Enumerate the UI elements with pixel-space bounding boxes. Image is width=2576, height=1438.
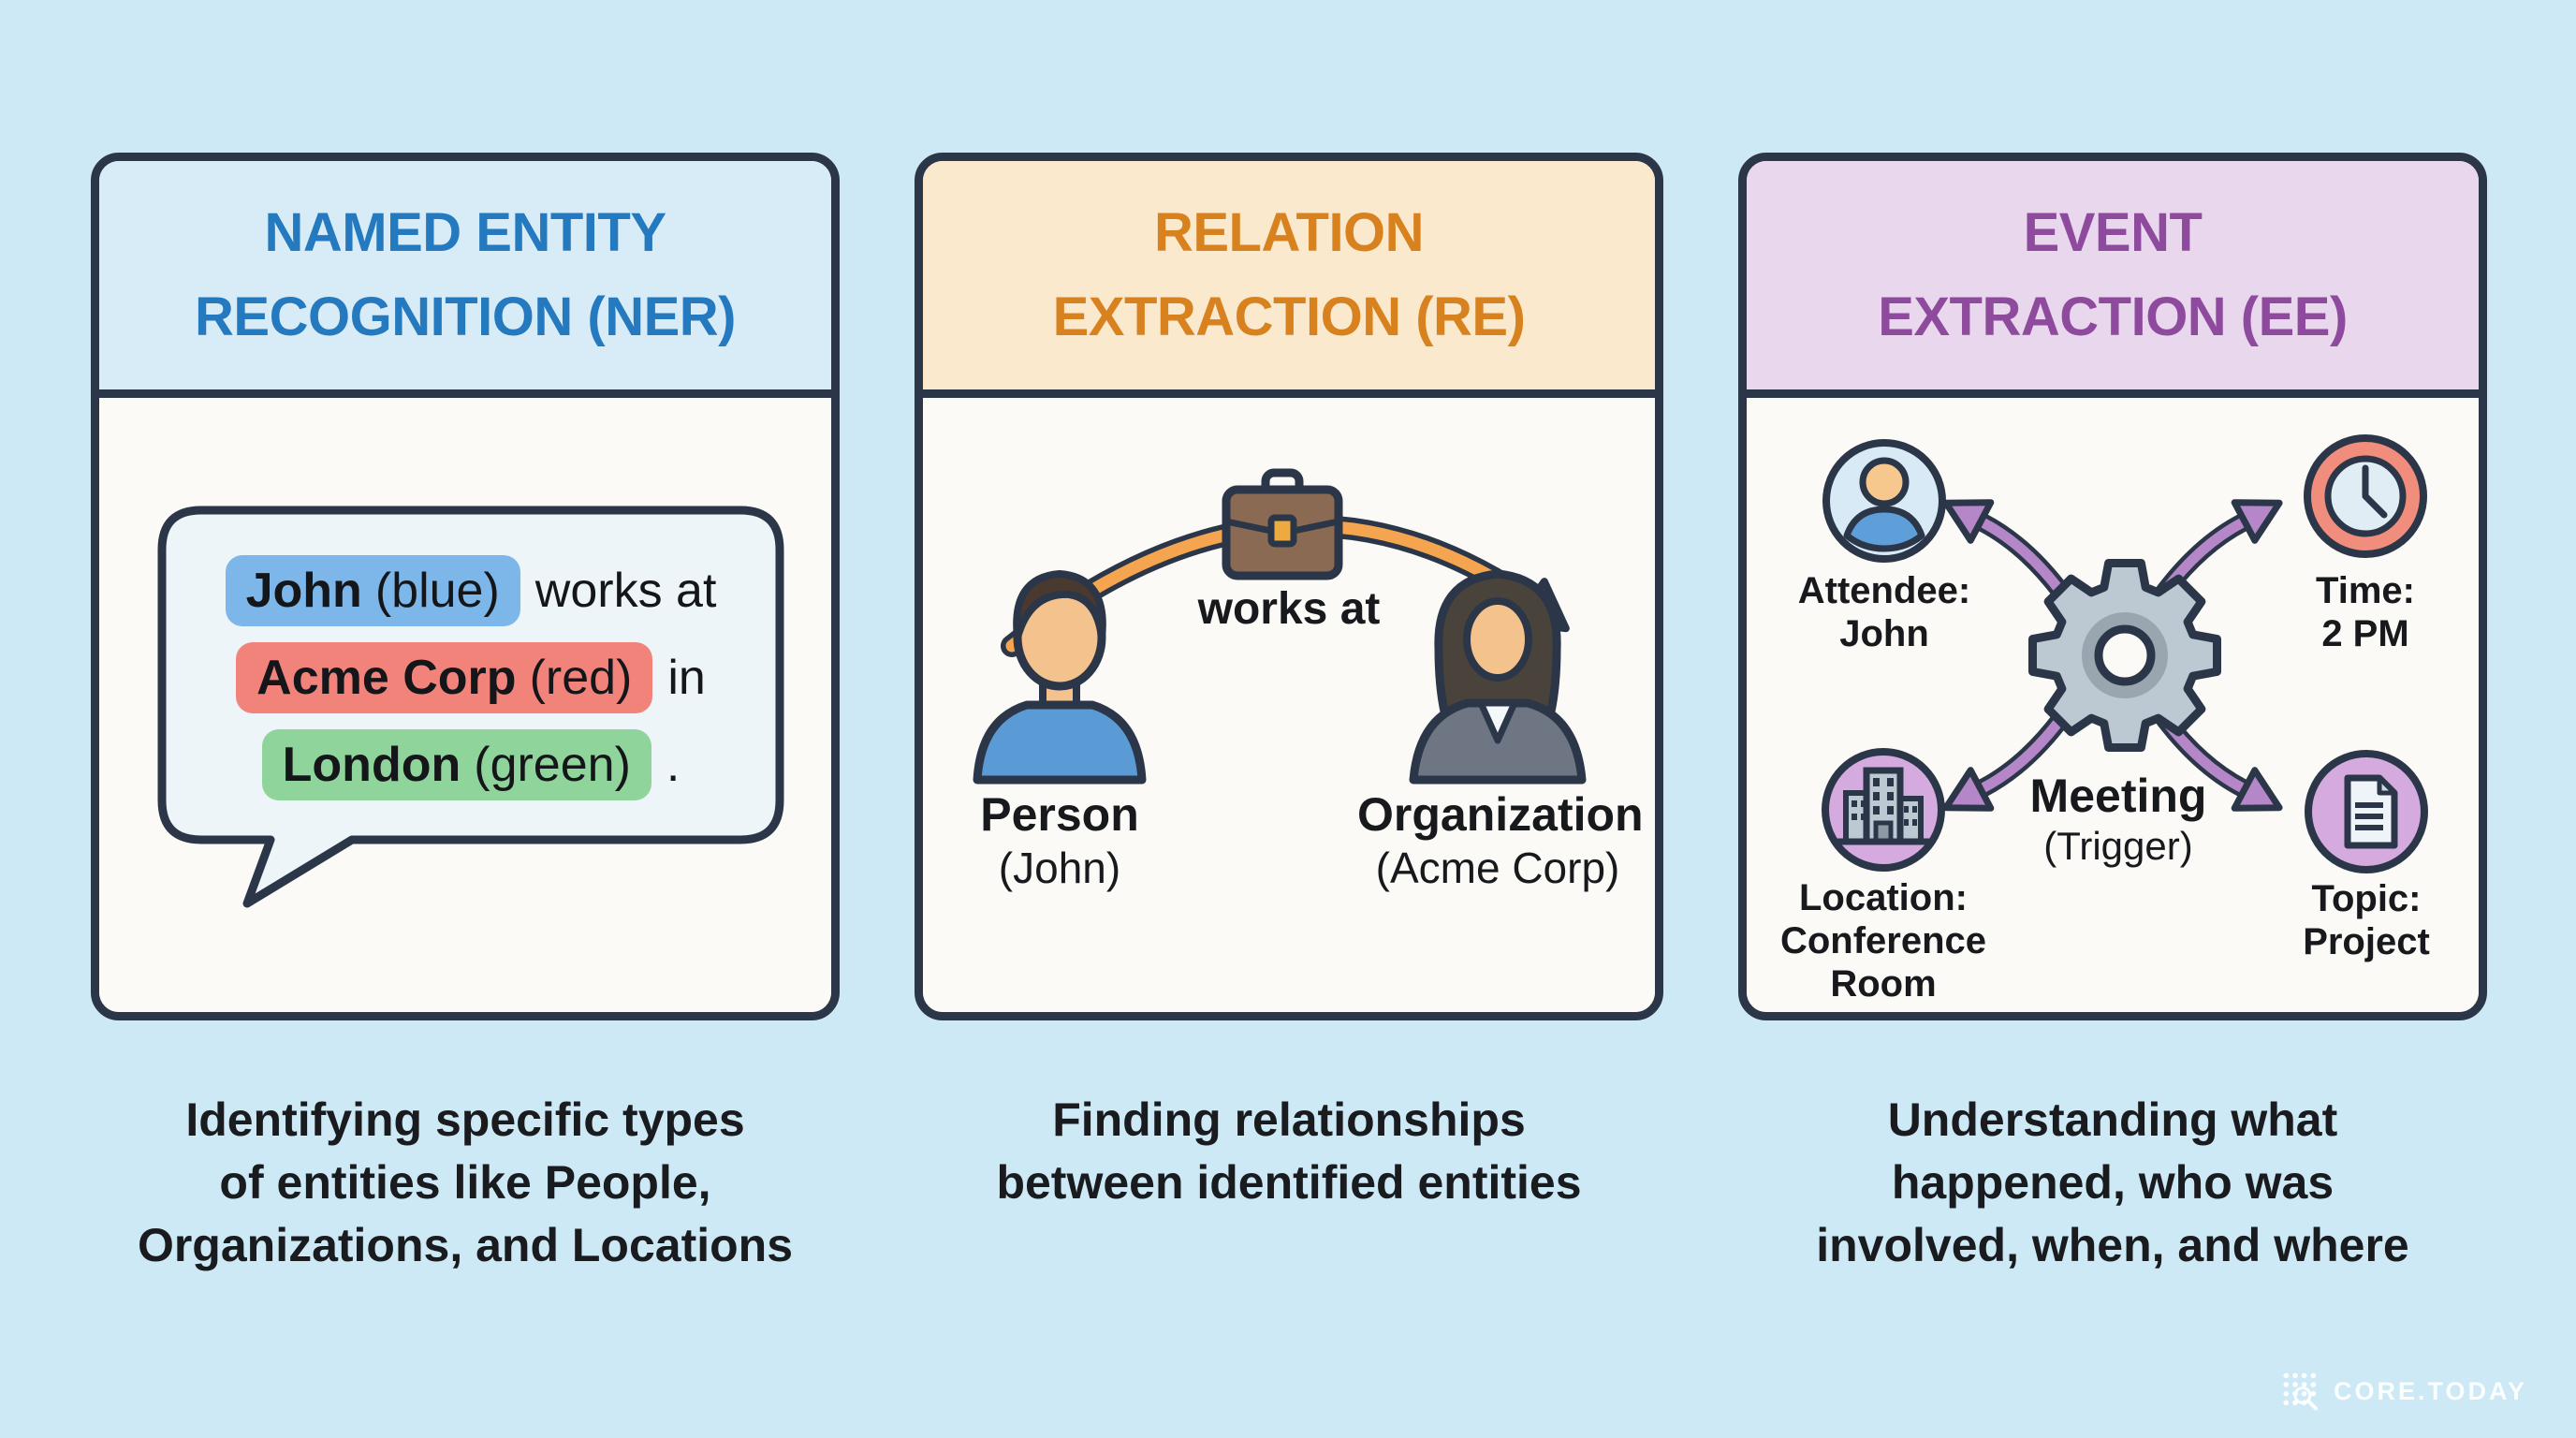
watermark: CORE.TODAY bbox=[2281, 1371, 2527, 1412]
briefcase-icon bbox=[1222, 468, 1343, 580]
trigger-word: Meeting bbox=[2029, 770, 2207, 822]
ee-title-line2: EXTRACTION (EE) bbox=[1878, 286, 2348, 347]
time-label: Time: 2 PM bbox=[2225, 569, 2479, 655]
entity-tag: (red) bbox=[529, 650, 633, 705]
watermark-text: CORE.TODAY bbox=[2333, 1376, 2527, 1405]
ner-header: NAMED ENTITY RECOGNITION (NER) bbox=[99, 161, 831, 398]
ner-sentence-line-2: Acme Corp (red) in bbox=[162, 634, 780, 721]
entity-text: London bbox=[282, 737, 461, 792]
topic-label: Topic: Project bbox=[2226, 877, 2479, 963]
caption-ner: Identifying specific types of entities l… bbox=[100, 1089, 830, 1277]
location-value: Conference Room bbox=[1779, 920, 1987, 1005]
topic-value: Project bbox=[2303, 921, 2430, 962]
caption-line: Finding relationships bbox=[1052, 1093, 1526, 1146]
attendee-role: Attendee: bbox=[1797, 570, 1971, 611]
entity-text: Acme Corp bbox=[256, 650, 517, 705]
organization-woman-icon bbox=[1409, 569, 1587, 785]
gear-icon bbox=[2028, 559, 2221, 752]
re-title-line2: EXTRACTION (RE) bbox=[1052, 286, 1526, 347]
ner-sentence-line-1: John (blue) works at bbox=[162, 547, 780, 634]
ner-sentence-line-3: London (green) . bbox=[162, 721, 780, 808]
source-value: (John) bbox=[998, 844, 1121, 892]
ner-body: John (blue) works at Acme Corp (red) in … bbox=[99, 398, 831, 1012]
target-type: Organization bbox=[1357, 788, 1644, 841]
entity-highlight-person: John (blue) bbox=[225, 554, 520, 626]
relation-target-label: Organization (Acme Corp) bbox=[1357, 787, 1644, 894]
dot-grid-magnifier-icon bbox=[2283, 1372, 2318, 1411]
sentence-rest: in bbox=[667, 650, 706, 705]
caption-ee: Understanding what happened, who was inv… bbox=[1748, 1089, 2478, 1277]
ee-title-line1: EVENT bbox=[2023, 202, 2203, 263]
trigger-sub: (Trigger) bbox=[2043, 824, 2193, 868]
caption-re: Finding relationships between identified… bbox=[924, 1089, 1654, 1214]
relation-edge-label: works at bbox=[1197, 584, 1381, 634]
entity-highlight-organization: Acme Corp (red) bbox=[236, 641, 653, 713]
clock-icon bbox=[2304, 434, 2427, 558]
location-label: Location: Conference Room bbox=[1747, 876, 2024, 1005]
caption-line: Understanding what bbox=[1887, 1093, 2338, 1146]
topic-role: Topic: bbox=[2311, 878, 2422, 919]
re-header: RELATION EXTRACTION (RE) bbox=[923, 161, 1655, 398]
attendee-avatar-icon bbox=[1822, 439, 1946, 563]
document-icon bbox=[2305, 750, 2428, 873]
source-type: Person bbox=[980, 788, 1139, 841]
caption-line: happened, who was bbox=[1891, 1156, 2334, 1209]
card-re: RELATION EXTRACTION (RE) bbox=[915, 153, 1663, 1020]
sentence-rest: works at bbox=[534, 563, 717, 618]
re-body: works at Person (John) Organization (Acm… bbox=[923, 398, 1655, 1012]
ee-body: Attendee: John Time: 2 PM Location: Conf… bbox=[1747, 398, 2479, 1012]
event-scene bbox=[1942, 499, 2283, 812]
caption-line: between identified entities bbox=[996, 1156, 1582, 1209]
attendee-label: Attendee: John bbox=[1747, 569, 2025, 655]
ner-title-line2: RECOGNITION (NER) bbox=[195, 286, 736, 347]
card-ner: NAMED ENTITY RECOGNITION (NER) John (blu… bbox=[91, 153, 840, 1020]
caption-line: Organizations, and Locations bbox=[137, 1219, 794, 1271]
location-role: Location: bbox=[1799, 877, 1968, 918]
card-ee: EVENT EXTRACTION (EE) bbox=[1738, 153, 2487, 1020]
entity-highlight-location: London (green) bbox=[261, 728, 651, 800]
ner-title-line1: NAMED ENTITY bbox=[264, 202, 667, 263]
person-man-icon bbox=[973, 570, 1147, 785]
time-role: Time: bbox=[2316, 570, 2415, 611]
entity-tag: (green) bbox=[474, 737, 631, 792]
trigger-label: Meeting (Trigger) bbox=[1978, 769, 2259, 870]
entity-text: John bbox=[245, 563, 362, 618]
target-value: (Acme Corp) bbox=[1375, 844, 1620, 892]
relation-scene bbox=[973, 468, 1587, 785]
entity-tag: (blue) bbox=[374, 563, 500, 618]
caption-line: of entities like People, bbox=[219, 1156, 711, 1209]
caption-line: Identifying specific types bbox=[185, 1093, 745, 1146]
relation-source-label: Person (John) bbox=[923, 787, 1200, 894]
ee-header: EVENT EXTRACTION (EE) bbox=[1747, 161, 2479, 398]
caption-line: involved, when, and where bbox=[1816, 1219, 2409, 1271]
re-title-line1: RELATION bbox=[1153, 202, 1425, 263]
sentence-rest: . bbox=[666, 737, 681, 792]
attendee-value: John bbox=[1839, 613, 1929, 654]
time-value: 2 PM bbox=[2321, 613, 2409, 654]
building-icon bbox=[1822, 748, 1945, 872]
